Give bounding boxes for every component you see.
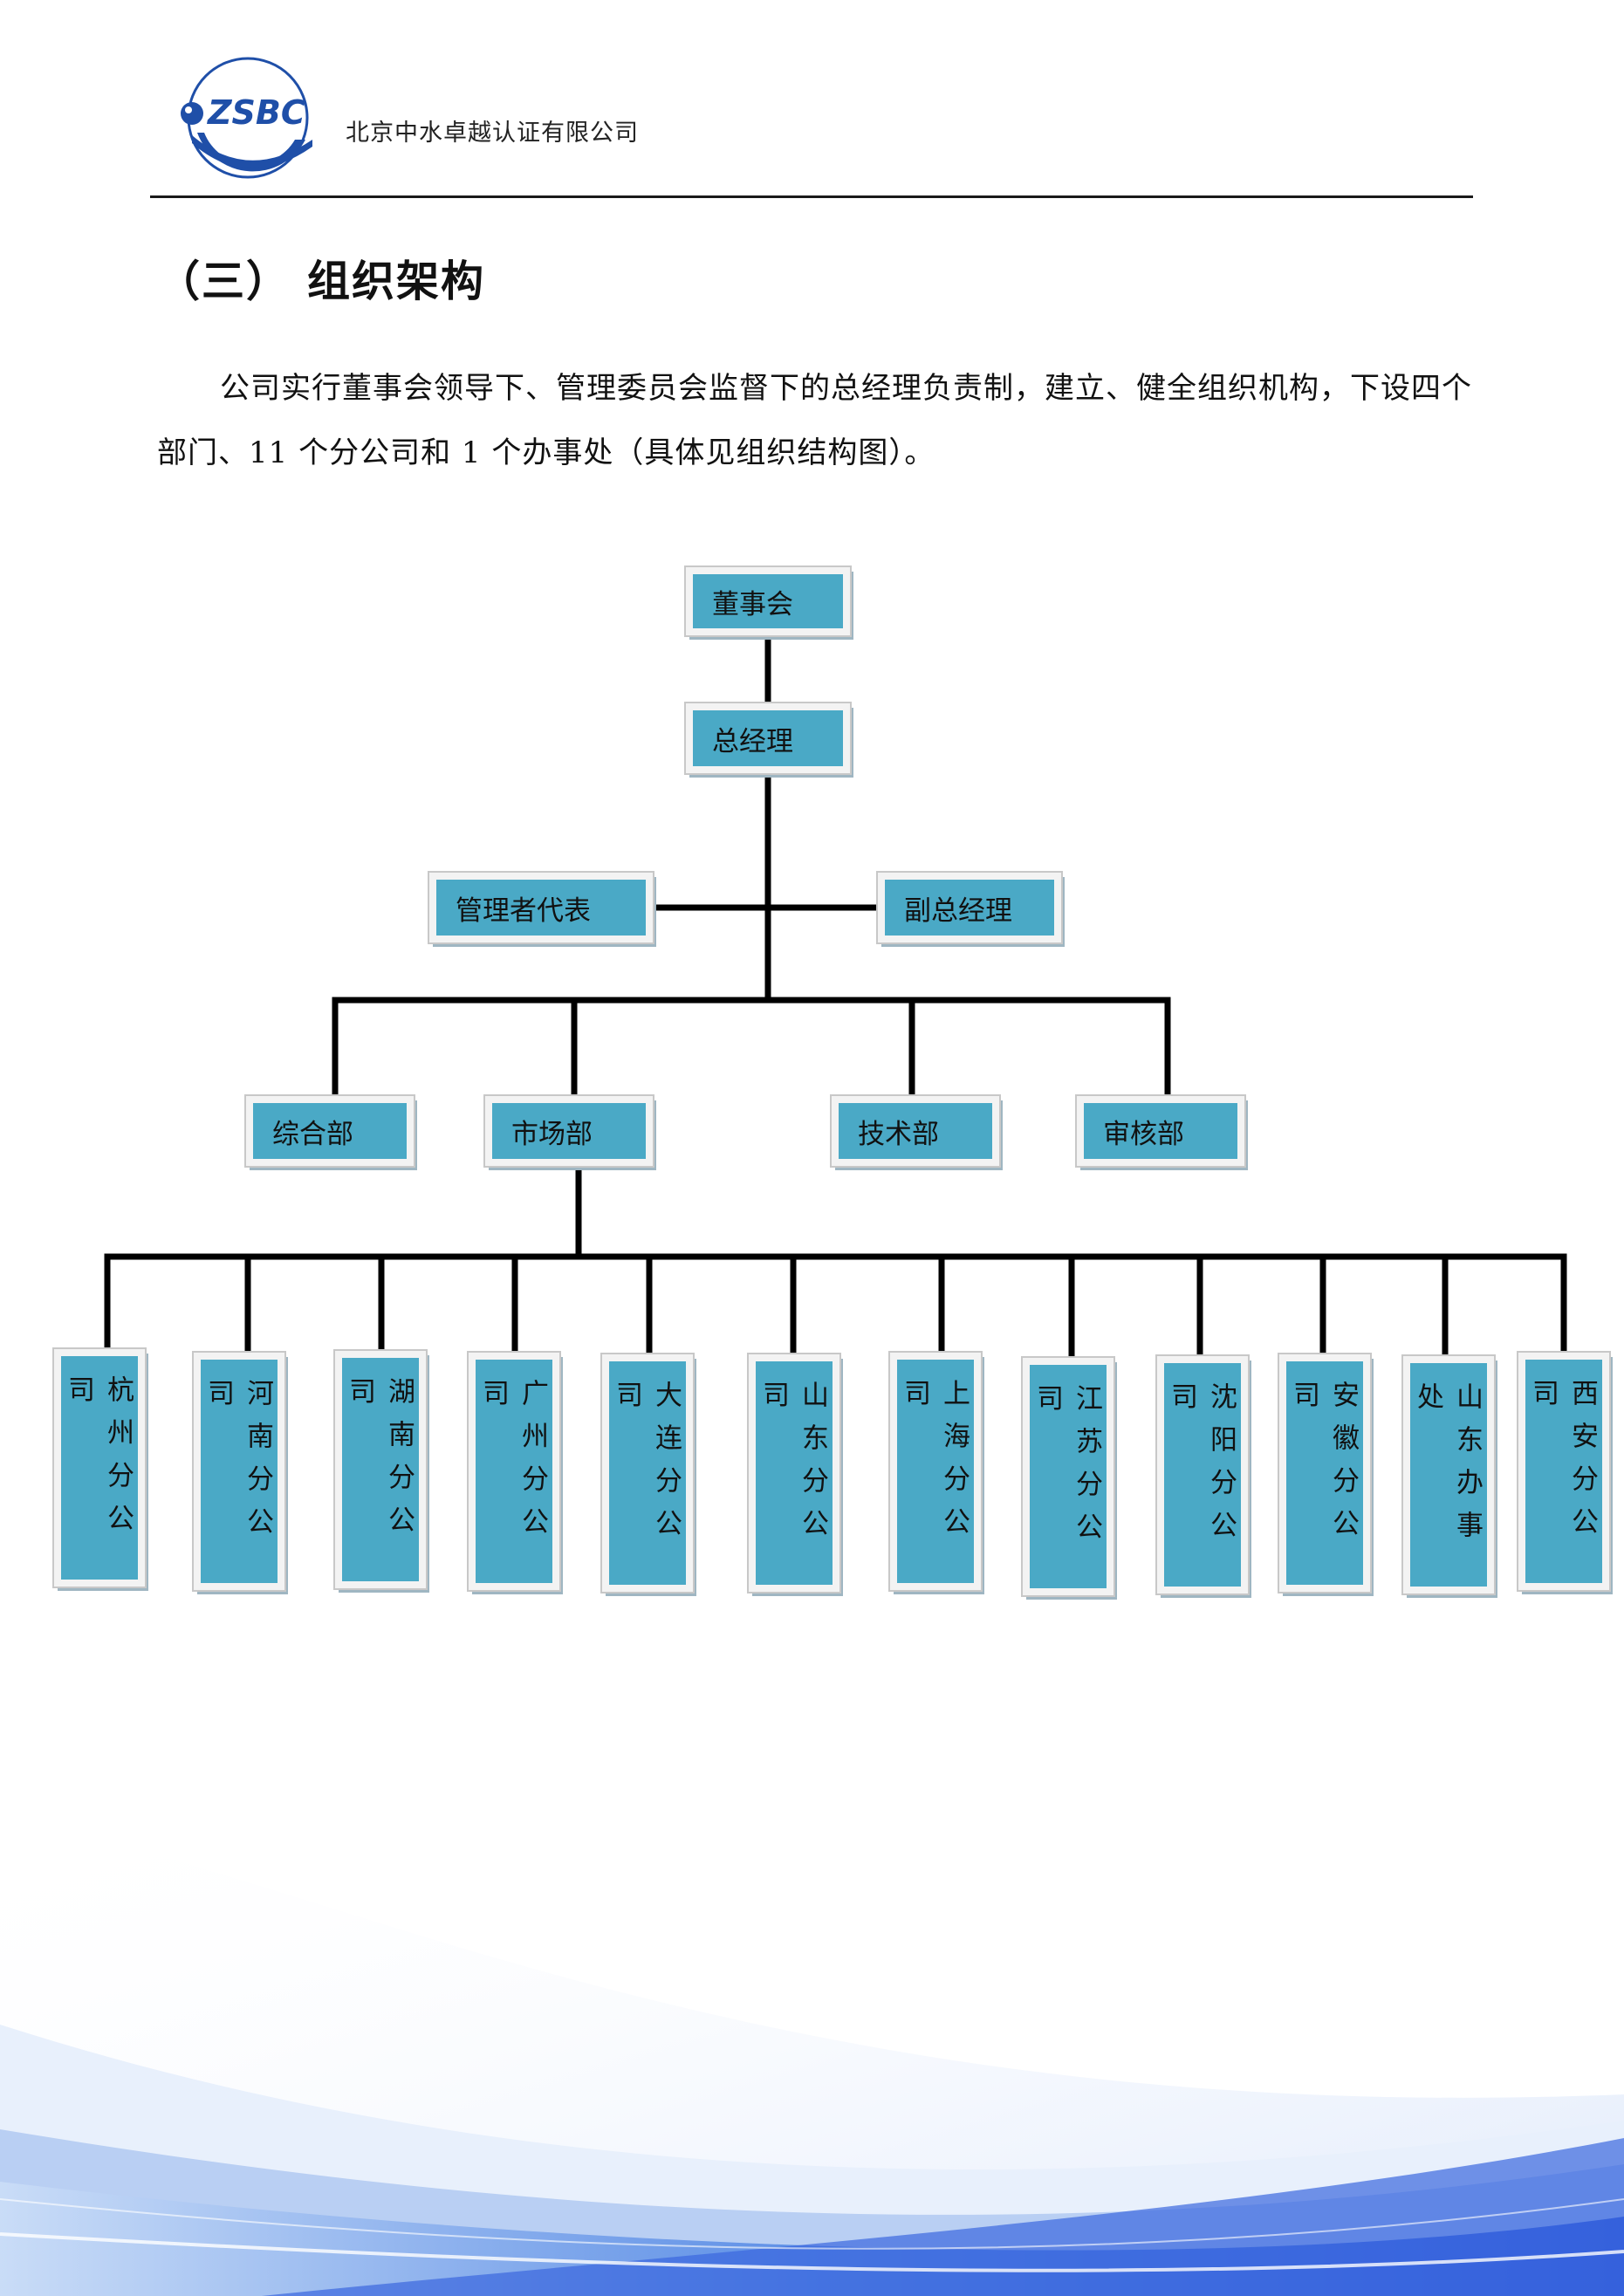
decorative-waves — [0, 1815, 1624, 2296]
board-box: 董事会 — [684, 565, 852, 637]
dept-audit: 审核部 — [1075, 1094, 1246, 1168]
dept-general-affairs: 综合部 — [244, 1094, 415, 1168]
header-rule — [150, 195, 1473, 198]
branch-dalian: 大连分公司 — [600, 1353, 695, 1593]
branch-shandong: 山东分公司 — [747, 1353, 841, 1593]
branch-henan: 河南分公司 — [192, 1351, 286, 1592]
branch-hunan: 湖南分公司 — [333, 1349, 428, 1590]
section-title: （三） 组织架构 — [157, 257, 486, 306]
deputy-gm-box: 副总经理 — [876, 871, 1063, 944]
branch-jiangsu: 江苏分公司 — [1021, 1356, 1115, 1597]
branch-hangzhou: 杭州分公司 — [52, 1347, 147, 1588]
branch-shenyang: 沈阳分公司 — [1155, 1354, 1250, 1595]
company-name: 北京中水卓越认证有限公司 — [346, 120, 639, 147]
management-rep-box: 管理者代表 — [428, 871, 654, 944]
dept-marketing: 市场部 — [483, 1094, 654, 1168]
dept-technical: 技术部 — [830, 1094, 1001, 1168]
logo-text: ZSBC — [207, 93, 305, 132]
intro-paragraph: 公司实行董事会领导下、管理委员会监督下的总经理负责制，建立、健全组织机构，下设四… — [157, 371, 1472, 470]
branch-shanghai: 上海分公司 — [888, 1351, 983, 1592]
branch-guangzhou: 广州分公司 — [467, 1351, 561, 1592]
office-shandong: 山东办事处 — [1401, 1354, 1496, 1595]
branch-anhui: 安徽分公司 — [1278, 1353, 1372, 1593]
general-manager-box: 总经理 — [684, 702, 852, 775]
branch-xian: 西安分公司 — [1517, 1351, 1611, 1592]
zsbc-logo: ZSBC — [181, 57, 312, 179]
